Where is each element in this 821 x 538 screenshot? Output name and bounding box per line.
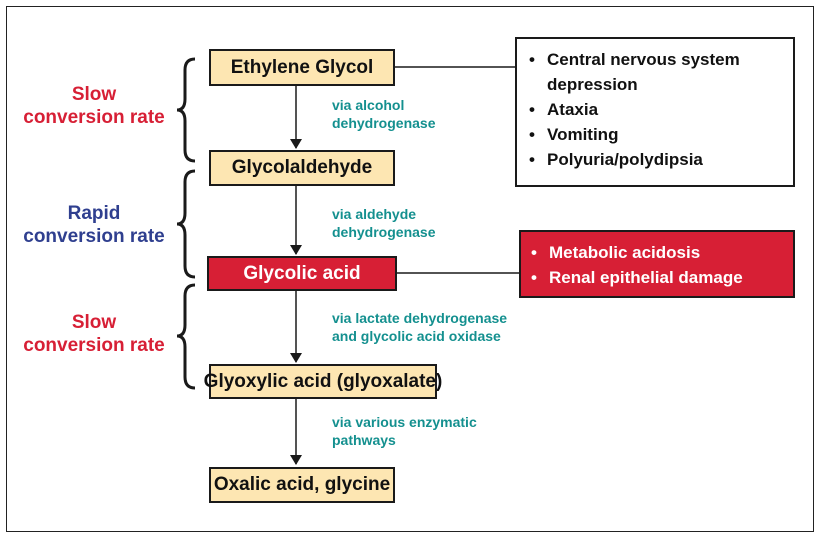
enzyme-label-line: via aldehyde <box>332 206 417 222</box>
enzyme-label-line: pathways <box>332 432 396 448</box>
bullet-glyph: • <box>529 125 535 144</box>
effect-item-text: Ataxia <box>547 100 599 119</box>
effect-item-text: depression <box>547 75 638 94</box>
diagram-frame: Ethylene Glycol Glycolaldehyde Glycolic … <box>6 6 814 532</box>
enzyme-label-alcohol-dehydrogenase: via alcohol dehydrogenase <box>332 96 435 132</box>
rate-label-line: conversion rate <box>23 107 165 128</box>
connector-layer <box>176 57 519 465</box>
rate-label-slow-bottom: Slow conversion rate <box>13 311 175 357</box>
node-glycolaldehyde: Glycolaldehyde <box>209 150 395 186</box>
effect-item-text: Metabolic acidosis <box>549 243 701 262</box>
rate-label-line: conversion rate <box>23 335 165 356</box>
bullet-glyph: • <box>529 50 535 69</box>
bullet-glyph: • <box>531 243 537 262</box>
node-ethylene-glycol: Ethylene Glycol <box>209 49 395 86</box>
enzyme-label-line: dehydrogenase <box>332 224 436 240</box>
rate-label-line: Slow <box>71 312 117 333</box>
enzyme-label-line: and glycolic acid oxidase <box>332 328 501 344</box>
effect-item-text: Renal epithelial damage <box>549 268 743 287</box>
effects-box-cns: • Central nervous system depression • At… <box>515 37 795 187</box>
rate-label-rapid: Rapid conversion rate <box>13 202 175 248</box>
rate-label-line: Slow <box>71 84 117 105</box>
effects-box-renal: • Metabolic acidosis • Renal epithelial … <box>519 230 795 298</box>
effect-item-text: Central nervous system <box>547 50 740 69</box>
enzyme-label-line: via alcohol <box>332 97 405 113</box>
brace-slow-top <box>176 57 196 163</box>
bullet-glyph: • <box>531 268 537 287</box>
enzyme-label-various-pathways: via various enzymatic pathways <box>332 413 477 449</box>
node-oxalic-acid-glycine-label: Oxalic acid, glycine <box>213 474 391 495</box>
rate-label-line: Rapid <box>67 203 121 224</box>
effect-item-vomiting: • Vomiting <box>529 122 785 147</box>
bullet-glyph: • <box>529 150 535 169</box>
node-oxalic-acid-glycine: Oxalic acid, glycine <box>209 467 395 503</box>
effect-item-metabolic-acidosis: • Metabolic acidosis <box>531 240 785 265</box>
node-glycolic-acid-label: Glycolic acid <box>243 262 361 284</box>
node-glyoxylic-acid-label: Glyoxylic acid (glyoxalate) <box>203 370 443 392</box>
effect-item-ataxia: • Ataxia <box>529 97 785 122</box>
enzyme-label-line: dehydrogenase <box>332 115 436 131</box>
enzyme-label-lactate-glycolic-oxidase: via lactate dehydrogenase and glycolic a… <box>332 309 507 345</box>
rate-label-slow-top: Slow conversion rate <box>13 83 175 129</box>
effect-item-cns-depression-cont: depression <box>529 72 785 97</box>
effect-item-renal-damage: • Renal epithelial damage <box>531 265 785 290</box>
node-glycolaldehyde-label: Glycolaldehyde <box>231 157 373 178</box>
enzyme-label-aldehyde-dehydrogenase: via aldehyde dehydrogenase <box>332 205 435 241</box>
enzyme-label-line: via various enzymatic <box>332 414 477 430</box>
effect-item-polyuria: • Polyuria/polydipsia <box>529 147 785 172</box>
rate-label-line: conversion rate <box>23 226 165 247</box>
bullet-glyph: • <box>529 100 535 119</box>
brace-rapid <box>176 169 196 279</box>
node-ethylene-glycol-label: Ethylene Glycol <box>230 56 374 78</box>
effect-item-text: Vomiting <box>547 125 619 144</box>
effect-item-cns-depression: • Central nervous system <box>529 47 785 72</box>
enzyme-label-line: via lactate dehydrogenase <box>332 310 508 326</box>
node-glyoxylic-acid: Glyoxylic acid (glyoxalate) <box>204 364 442 399</box>
effect-item-text: Polyuria/polydipsia <box>547 150 703 169</box>
node-glycolic-acid: Glycolic acid <box>207 256 397 291</box>
brace-slow-bottom <box>176 283 196 390</box>
